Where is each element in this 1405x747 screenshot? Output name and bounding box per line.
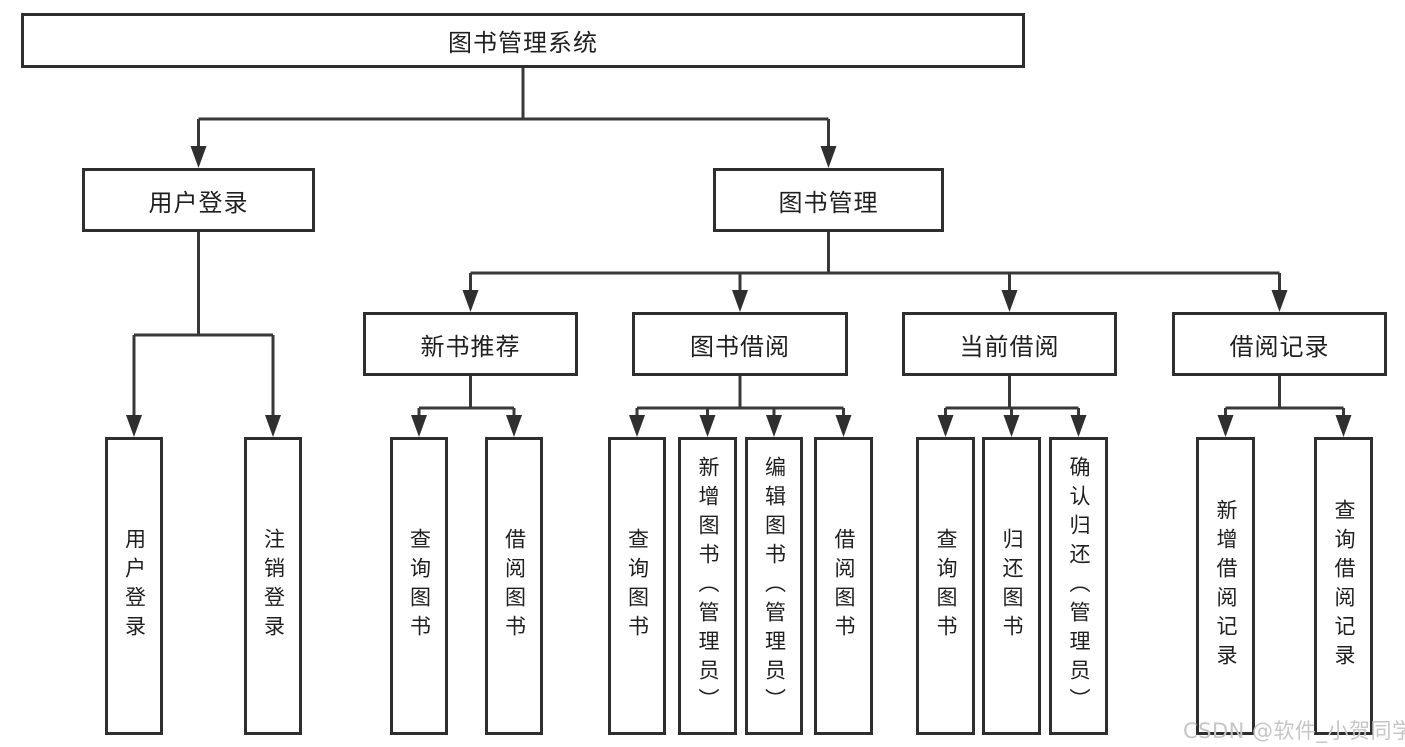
root-node-label: 图书管理系统 (448, 29, 598, 57)
leaf-cb-return-books-label: 归还图书 (1000, 528, 1024, 644)
node-current-borrowing-label: 当前借阅 (959, 332, 1060, 361)
leaf-bb-query-books: 查询图书 (608, 437, 666, 735)
leaf-logout-label: 注销登录 (261, 528, 286, 644)
node-borrowing-records-label: 借阅记录 (1229, 332, 1330, 361)
leaf-br-query-borrow-record-label: 查询借阅记录 (1332, 499, 1356, 673)
leaf-br-query-borrow-record: 查询借阅记录 (1314, 437, 1373, 735)
leaf-cb-confirm-return-admin-label: 确认归还（管理员） (1067, 455, 1091, 717)
node-borrowing-records: 借阅记录 (1172, 312, 1387, 376)
leaf-bb-add-books-admin-label: 新增图书（管理员） (696, 455, 720, 717)
leaf-br-add-borrow-record-label: 新增借阅记录 (1214, 499, 1238, 673)
leaf-logout: 注销登录 (244, 437, 302, 735)
leaf-cb-query-books-label: 查询图书 (934, 528, 958, 644)
connector-arrows (126, 146, 1352, 437)
leaf-user-login-label: 用户登录 (122, 528, 147, 644)
branch-book-management: 图书管理 (713, 168, 944, 232)
leaf-nbr-query-books-label: 查询图书 (407, 528, 432, 644)
leaf-bb-borrow-books: 借阅图书 (814, 437, 873, 735)
leaf-nbr-borrow-books: 借阅图书 (485, 437, 543, 735)
leaf-bb-borrow-books-label: 借阅图书 (832, 528, 856, 644)
branch-user-login-label: 用户登录 (148, 188, 249, 217)
leaf-bb-edit-books-admin: 编辑图书（管理员） (745, 437, 803, 735)
node-new-book-recommendation: 新书推荐 (363, 312, 578, 376)
leaf-user-login: 用户登录 (105, 437, 163, 735)
leaf-cb-query-books: 查询图书 (916, 437, 975, 735)
root-node-library-management-system: 图书管理系统 (21, 13, 1025, 68)
leaf-bb-edit-books-admin-label: 编辑图书（管理员） (762, 455, 787, 717)
branch-user-login: 用户登录 (82, 168, 315, 232)
node-book-borrowing: 图书借阅 (632, 312, 848, 376)
branch-book-management-label: 图书管理 (778, 188, 879, 217)
leaf-nbr-borrow-books-label: 借阅图书 (502, 528, 527, 644)
leaf-nbr-query-books: 查询图书 (390, 437, 448, 735)
leaf-cb-confirm-return-admin: 确认归还（管理员） (1049, 437, 1108, 735)
leaf-bb-query-books-label: 查询图书 (625, 528, 650, 644)
node-current-borrowing: 当前借阅 (902, 312, 1117, 376)
csdn-watermark: CSDN @软件_小贺同学 (1183, 719, 1405, 743)
leaf-cb-return-books: 归还图书 (982, 437, 1041, 735)
node-new-book-recommendation-label: 新书推荐 (420, 332, 521, 361)
leaf-br-add-borrow-record: 新增借阅记录 (1196, 437, 1255, 735)
leaf-bb-add-books-admin: 新增图书（管理员） (678, 437, 737, 735)
node-book-borrowing-label: 图书借阅 (690, 332, 790, 361)
